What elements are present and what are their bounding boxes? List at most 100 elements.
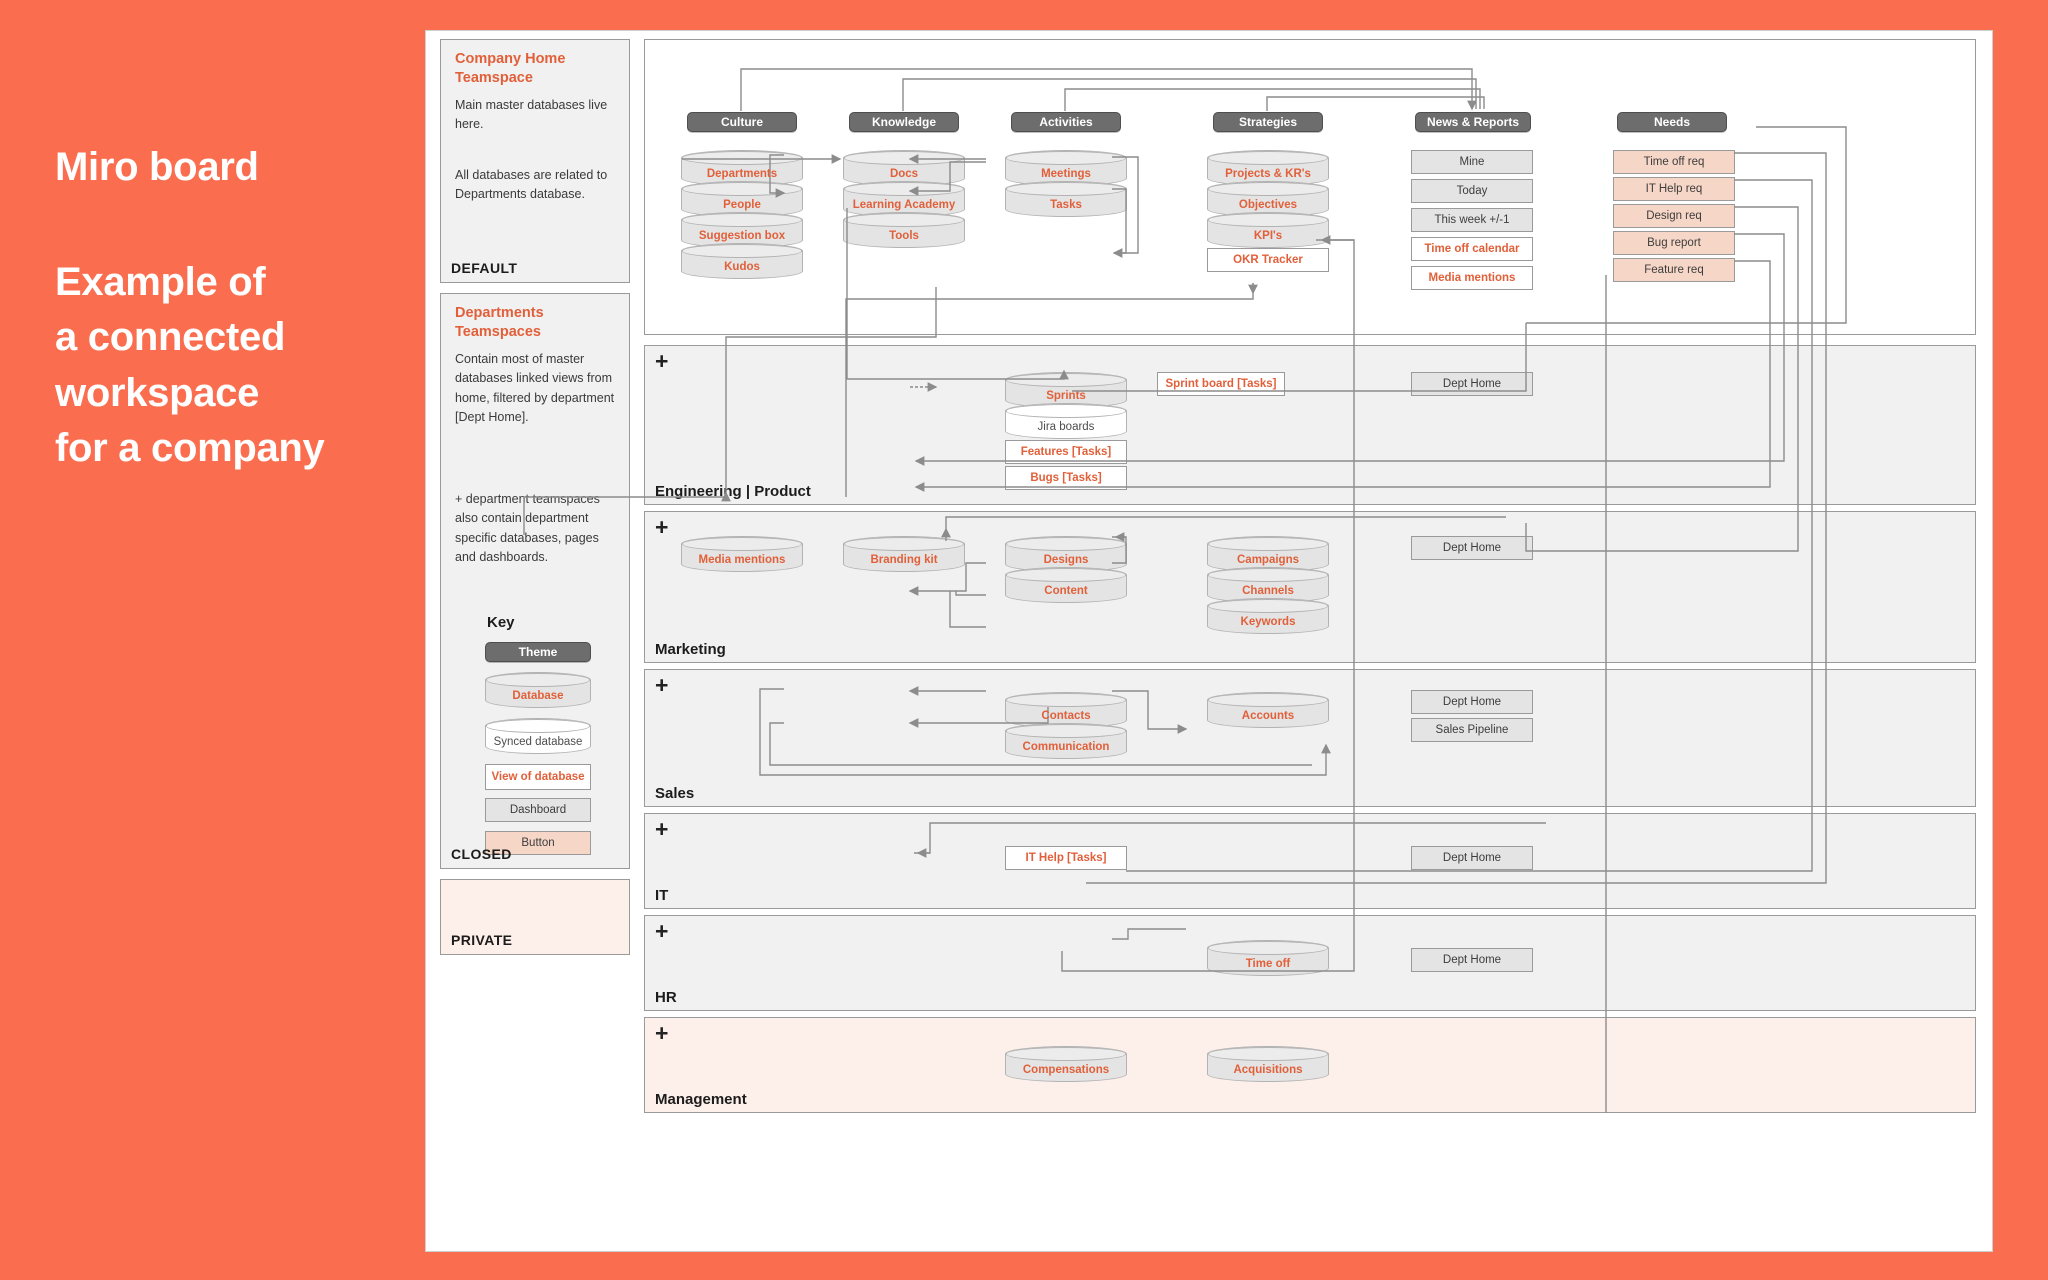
- dashboard-dept-home[interactable]: Dept Home: [1411, 948, 1533, 972]
- key-sample-view: View of database: [485, 764, 591, 790]
- board-title-column: Miro board Example of a connected worksp…: [0, 0, 425, 1280]
- database-label: Media mentions: [698, 554, 786, 566]
- card-title: Departments Teamspaces: [455, 304, 615, 341]
- dashboard-dept-home[interactable]: Dept Home: [1411, 372, 1533, 396]
- database-kudos[interactable]: Kudos: [681, 243, 803, 279]
- add-item-plus-icon[interactable]: +: [655, 514, 669, 540]
- database-label: Campaigns: [1237, 554, 1299, 566]
- view-it-help[interactable]: IT Help [Tasks]: [1005, 846, 1127, 870]
- dashboard-dept-home[interactable]: Dept Home: [1411, 536, 1533, 560]
- database-tools[interactable]: Tools: [843, 212, 965, 248]
- section-label: HR: [655, 989, 677, 1006]
- card-body-2: All databases are related to Departments…: [455, 168, 608, 202]
- add-item-plus-icon[interactable]: +: [655, 816, 669, 842]
- database-kpis[interactable]: KPI's: [1207, 212, 1329, 248]
- miro-board-canvas[interactable]: Company Home Teamspace Main master datab…: [425, 30, 1993, 1252]
- button-design-req[interactable]: Design req: [1613, 204, 1735, 228]
- teamspace-card-company-home[interactable]: Company Home Teamspace Main master datab…: [440, 39, 630, 283]
- card-title-line2: Teamspaces: [455, 323, 541, 340]
- section-label: IT: [655, 887, 669, 904]
- database-label: Tasks: [1050, 199, 1082, 211]
- view-features[interactable]: Features [Tasks]: [1005, 440, 1127, 464]
- theme-chip-news-reports[interactable]: News & Reports: [1415, 112, 1531, 132]
- database-accounts[interactable]: Accounts: [1207, 692, 1329, 728]
- database-label: Compensations: [1022, 1064, 1110, 1076]
- database-time-off[interactable]: Time off: [1207, 940, 1329, 976]
- section-label: Engineering | Product: [655, 483, 811, 500]
- database-label: Sprints: [1046, 390, 1086, 402]
- button-time-off-req[interactable]: Time off req: [1613, 150, 1735, 174]
- database-label: Suggestion box: [698, 230, 786, 242]
- teamspace-card-departments[interactable]: Departments Teamspaces Contain most of m…: [440, 293, 630, 869]
- database-label: Acquisitions: [1233, 1064, 1303, 1076]
- section-marketing[interactable]: + Marketing Media mentions Branding kit …: [644, 511, 1976, 663]
- key-sample-synced-database: Synced database: [485, 718, 591, 754]
- database-label: Time off: [1245, 958, 1291, 970]
- card-title-line1: Company Home: [455, 51, 566, 67]
- database-label: Learning Academy: [852, 199, 956, 211]
- dashboard-sales-pipeline[interactable]: Sales Pipeline: [1411, 718, 1533, 742]
- dashboard-mine[interactable]: Mine: [1411, 150, 1533, 174]
- database-label: Departments: [706, 168, 778, 180]
- view-time-off-calendar[interactable]: Time off calendar: [1411, 237, 1533, 261]
- database-label: Content: [1044, 585, 1088, 597]
- view-sprint-board[interactable]: Sprint board [Tasks]: [1157, 372, 1285, 396]
- theme-chip-activities[interactable]: Activities: [1011, 112, 1121, 132]
- database-jira-boards[interactable]: Jira boards: [1005, 403, 1127, 439]
- teamspace-card-private[interactable]: PRIVATE: [440, 879, 630, 955]
- database-label: KPI's: [1253, 230, 1283, 242]
- card-body-1: Main master databases live here.: [455, 98, 608, 132]
- card-title-line2: Teamspace: [455, 69, 533, 86]
- section-engineering-product[interactable]: + Engineering | Product Sprints Jira boa…: [644, 345, 1976, 505]
- add-item-plus-icon[interactable]: +: [655, 348, 669, 374]
- key-sample-dashboard: Dashboard: [485, 798, 591, 822]
- dashboard-dept-home[interactable]: Dept Home: [1411, 690, 1533, 714]
- button-feature-req[interactable]: Feature req: [1613, 258, 1735, 282]
- dashboard-this-week[interactable]: This week +/-1: [1411, 208, 1533, 232]
- key-sample-button: Button: [485, 831, 591, 855]
- button-bug-report[interactable]: Bug report: [1613, 231, 1735, 255]
- database-label: Branding kit: [870, 554, 938, 566]
- add-item-plus-icon[interactable]: +: [655, 672, 669, 698]
- title-line-3: a connected: [55, 315, 286, 360]
- database-label: Docs: [889, 168, 919, 180]
- add-item-plus-icon[interactable]: +: [655, 918, 669, 944]
- database-label: Contacts: [1041, 710, 1091, 722]
- card-body-2: + department teamspaces also contain dep…: [455, 492, 600, 565]
- section-it[interactable]: + IT IT Help [Tasks] Dept Home: [644, 813, 1976, 909]
- button-it-help-req[interactable]: IT Help req: [1613, 177, 1735, 201]
- card-title-line1: Departments: [455, 305, 544, 321]
- section-sales[interactable]: + Sales Contacts Communication Accounts …: [644, 669, 1976, 807]
- theme-chip-strategies[interactable]: Strategies: [1213, 112, 1323, 132]
- dashboard-dept-home[interactable]: Dept Home: [1411, 846, 1533, 870]
- section-label: Management: [655, 1091, 747, 1108]
- title-line-1: Miro board: [55, 145, 259, 189]
- database-communication[interactable]: Communication: [1005, 723, 1127, 759]
- database-media-mentions[interactable]: Media mentions: [681, 536, 803, 572]
- database-tasks[interactable]: Tasks: [1005, 181, 1127, 217]
- view-okr-tracker[interactable]: OKR Tracker: [1207, 248, 1329, 272]
- view-bugs[interactable]: Bugs [Tasks]: [1005, 466, 1127, 490]
- database-suggestion-box[interactable]: Suggestion box: [681, 212, 803, 248]
- key-sample-synced-label: Synced database: [493, 736, 583, 748]
- database-label: Designs: [1043, 554, 1089, 566]
- theme-chip-knowledge[interactable]: Knowledge: [849, 112, 959, 132]
- theme-chip-culture[interactable]: Culture: [687, 112, 797, 132]
- key-sample-database-label: Database: [512, 690, 564, 702]
- view-media-mentions[interactable]: Media mentions: [1411, 266, 1533, 290]
- database-compensations[interactable]: Compensations: [1005, 1046, 1127, 1082]
- section-label: Marketing: [655, 641, 726, 658]
- database-branding-kit[interactable]: Branding kit: [843, 536, 965, 572]
- database-content[interactable]: Content: [1005, 567, 1127, 603]
- key-sample-database: Database: [485, 672, 591, 708]
- section-management[interactable]: + Management Compensations Acquisitions: [644, 1017, 1976, 1113]
- database-docs[interactable]: Docs: [843, 150, 965, 186]
- section-hr[interactable]: + HR Time off Dept Home: [644, 915, 1976, 1011]
- database-acquisitions[interactable]: Acquisitions: [1207, 1046, 1329, 1082]
- title-line-5: for a company: [55, 425, 325, 470]
- database-keywords[interactable]: Keywords: [1207, 598, 1329, 634]
- add-item-plus-icon[interactable]: +: [655, 1020, 669, 1046]
- theme-chip-needs[interactable]: Needs: [1617, 112, 1727, 132]
- dashboard-today[interactable]: Today: [1411, 179, 1533, 203]
- section-company-home[interactable]: Culture Knowledge Activities Strategies …: [644, 39, 1976, 335]
